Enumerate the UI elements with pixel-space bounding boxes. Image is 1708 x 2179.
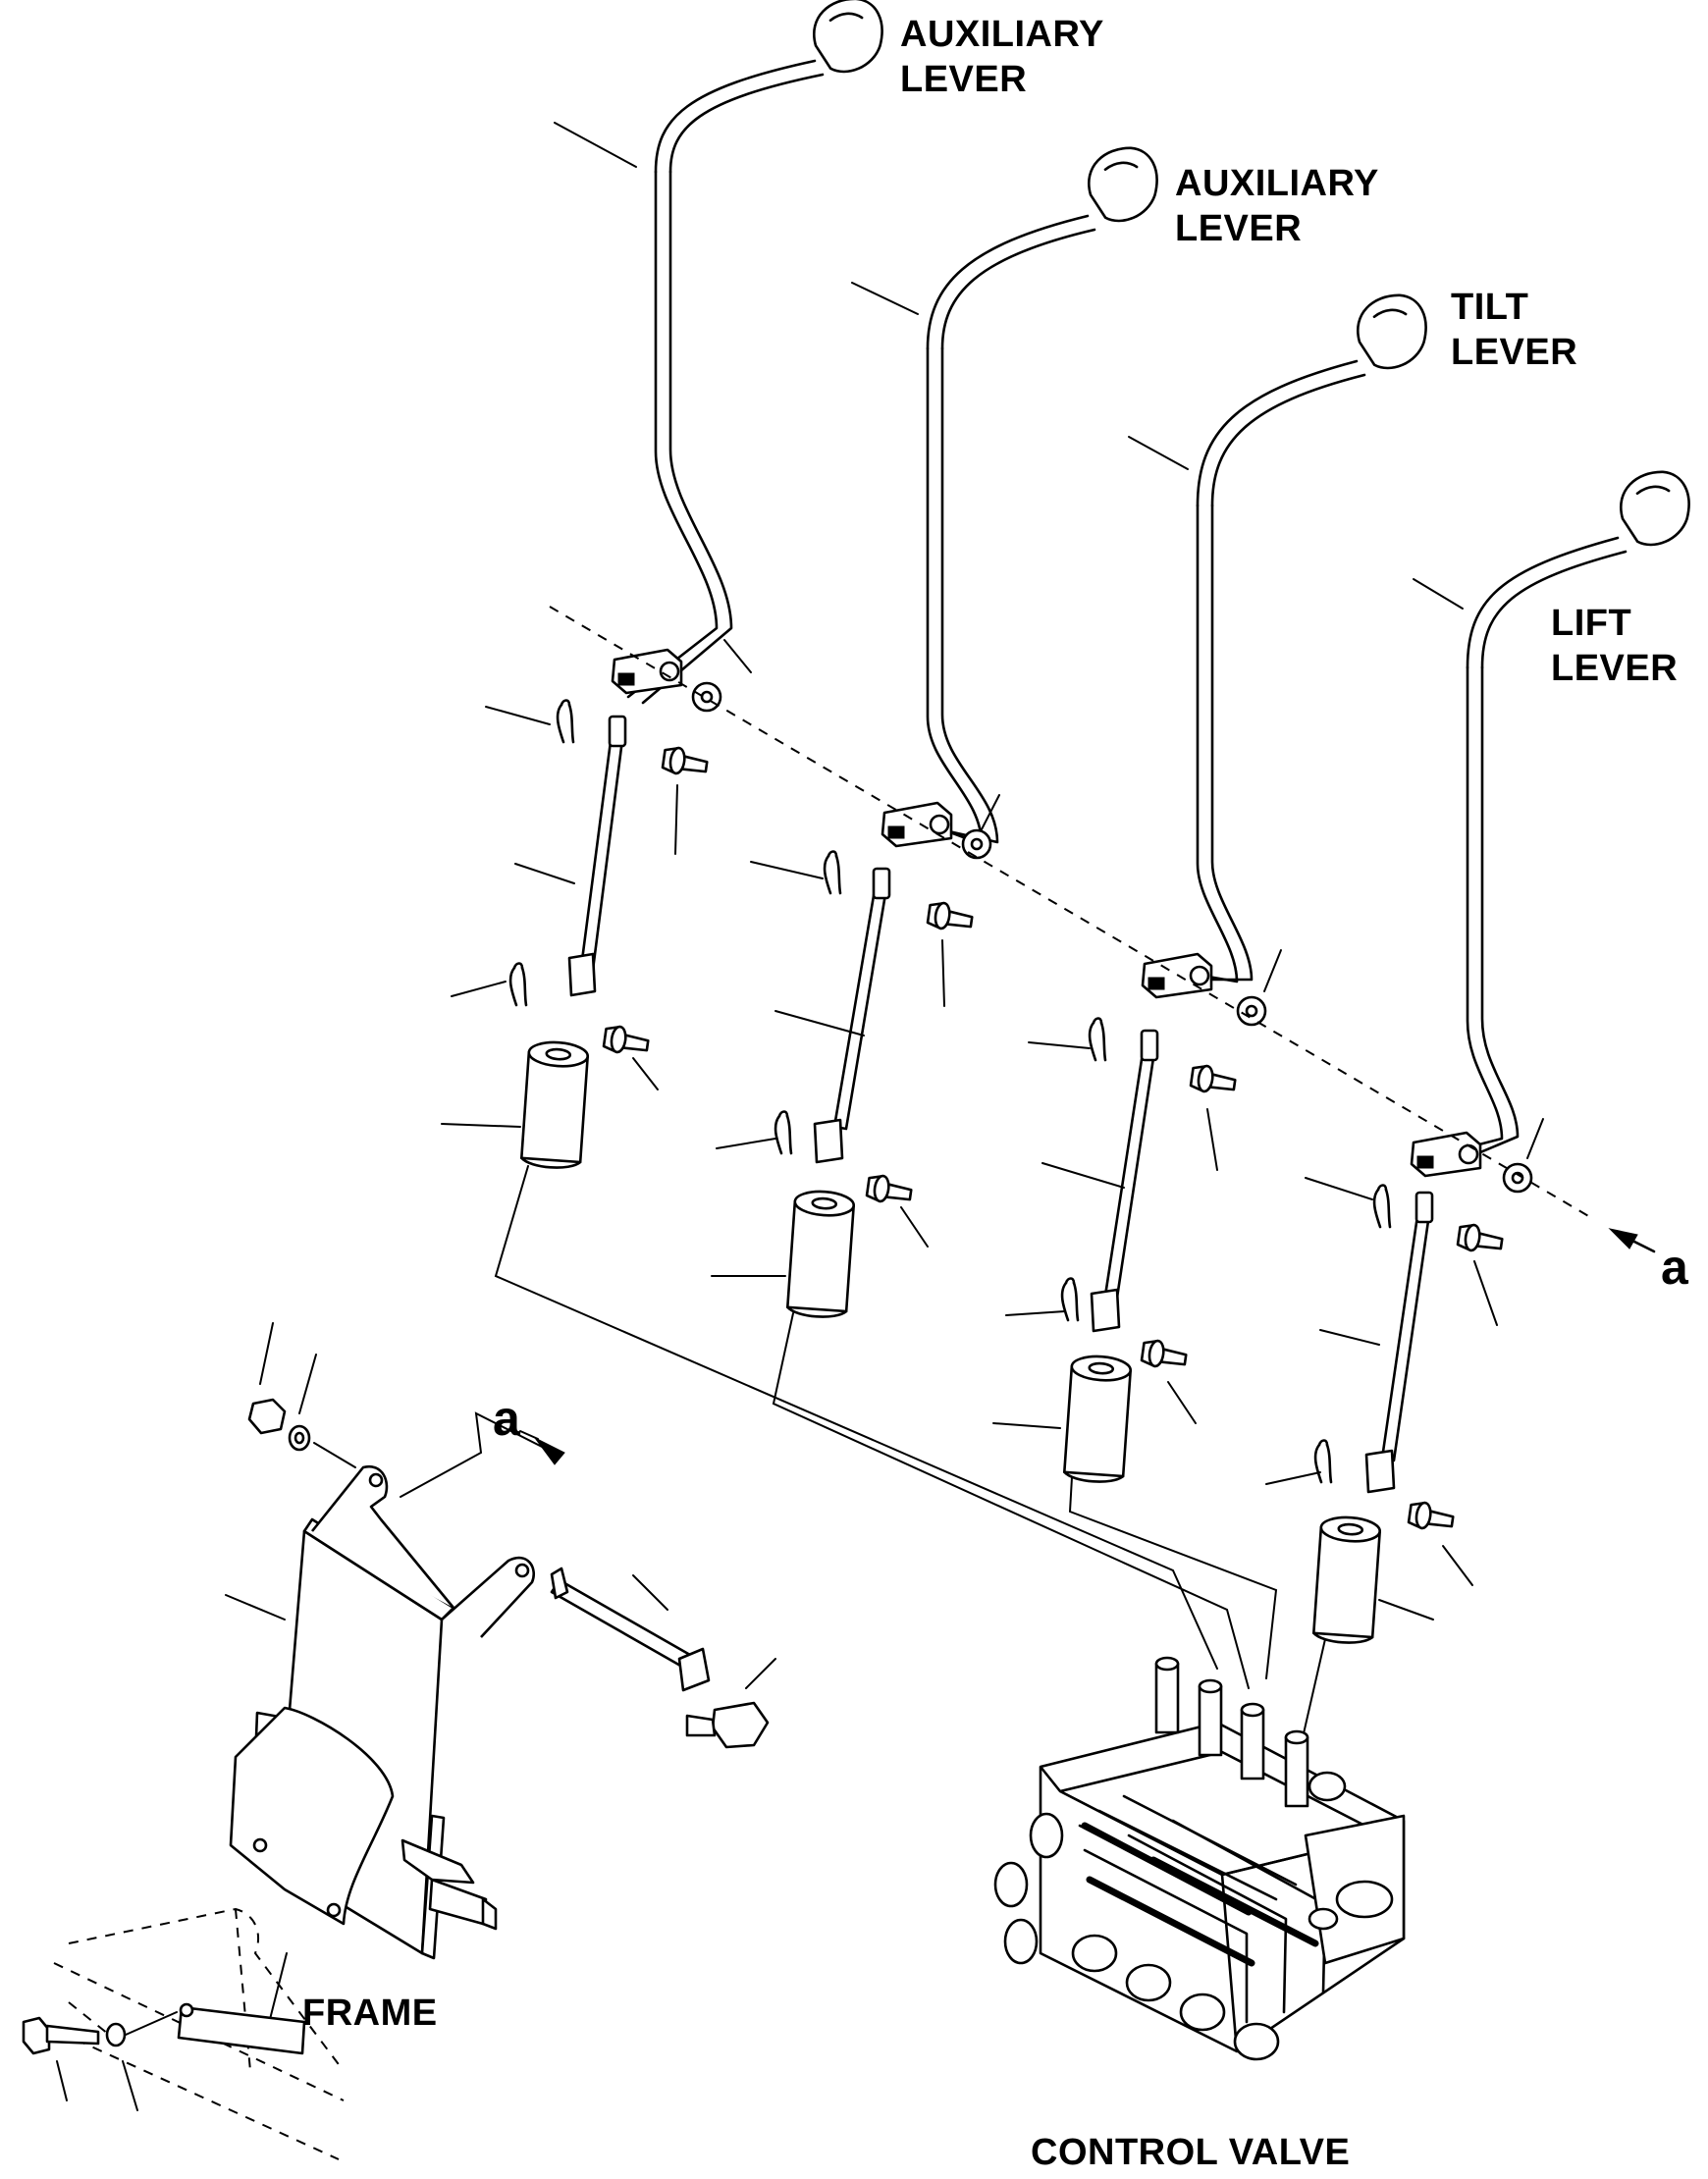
auxiliary-lever-label-2: AUXILIARY LEVER	[1175, 163, 1379, 249]
mounting-bracket	[225, 1322, 776, 1960]
auxiliary-lever-2-group	[774, 141, 1166, 1320]
auxiliary-lever-label-1: AUXILIARY LEVER	[900, 14, 1104, 100]
lift-lever-group	[1311, 465, 1698, 1646]
lift-lever-label: LIFT LEVER	[1551, 603, 1679, 689]
view-ref-a-bracket: a	[493, 1391, 520, 1446]
tilt-lever-label: TILT LEVER	[1451, 287, 1578, 373]
callout-leaders	[441, 122, 1544, 1621]
frame-outline	[22, 1907, 345, 2160]
auxiliary-lever-1-group	[508, 0, 891, 1171]
leader-3	[1068, 1476, 1278, 1679]
valve-spool-1	[1154, 1656, 1180, 1734]
control-valve-body	[993, 1656, 1406, 2061]
pivot-shaft-centerline	[549, 606, 1591, 1218]
tilt-lever-group	[1060, 289, 1435, 1485]
valve-spool-3	[1240, 1702, 1265, 1780]
frame-label: FRAME	[302, 1993, 438, 2034]
valve-spool-4	[1284, 1729, 1309, 1808]
control-valve-label: CONTROL VALVE	[1031, 2132, 1351, 2173]
leader-1	[494, 1165, 1218, 1670]
view-ref-a-right: a	[1661, 1240, 1688, 1295]
valve-spool-2	[1198, 1678, 1223, 1757]
leader-2	[772, 1312, 1250, 1689]
